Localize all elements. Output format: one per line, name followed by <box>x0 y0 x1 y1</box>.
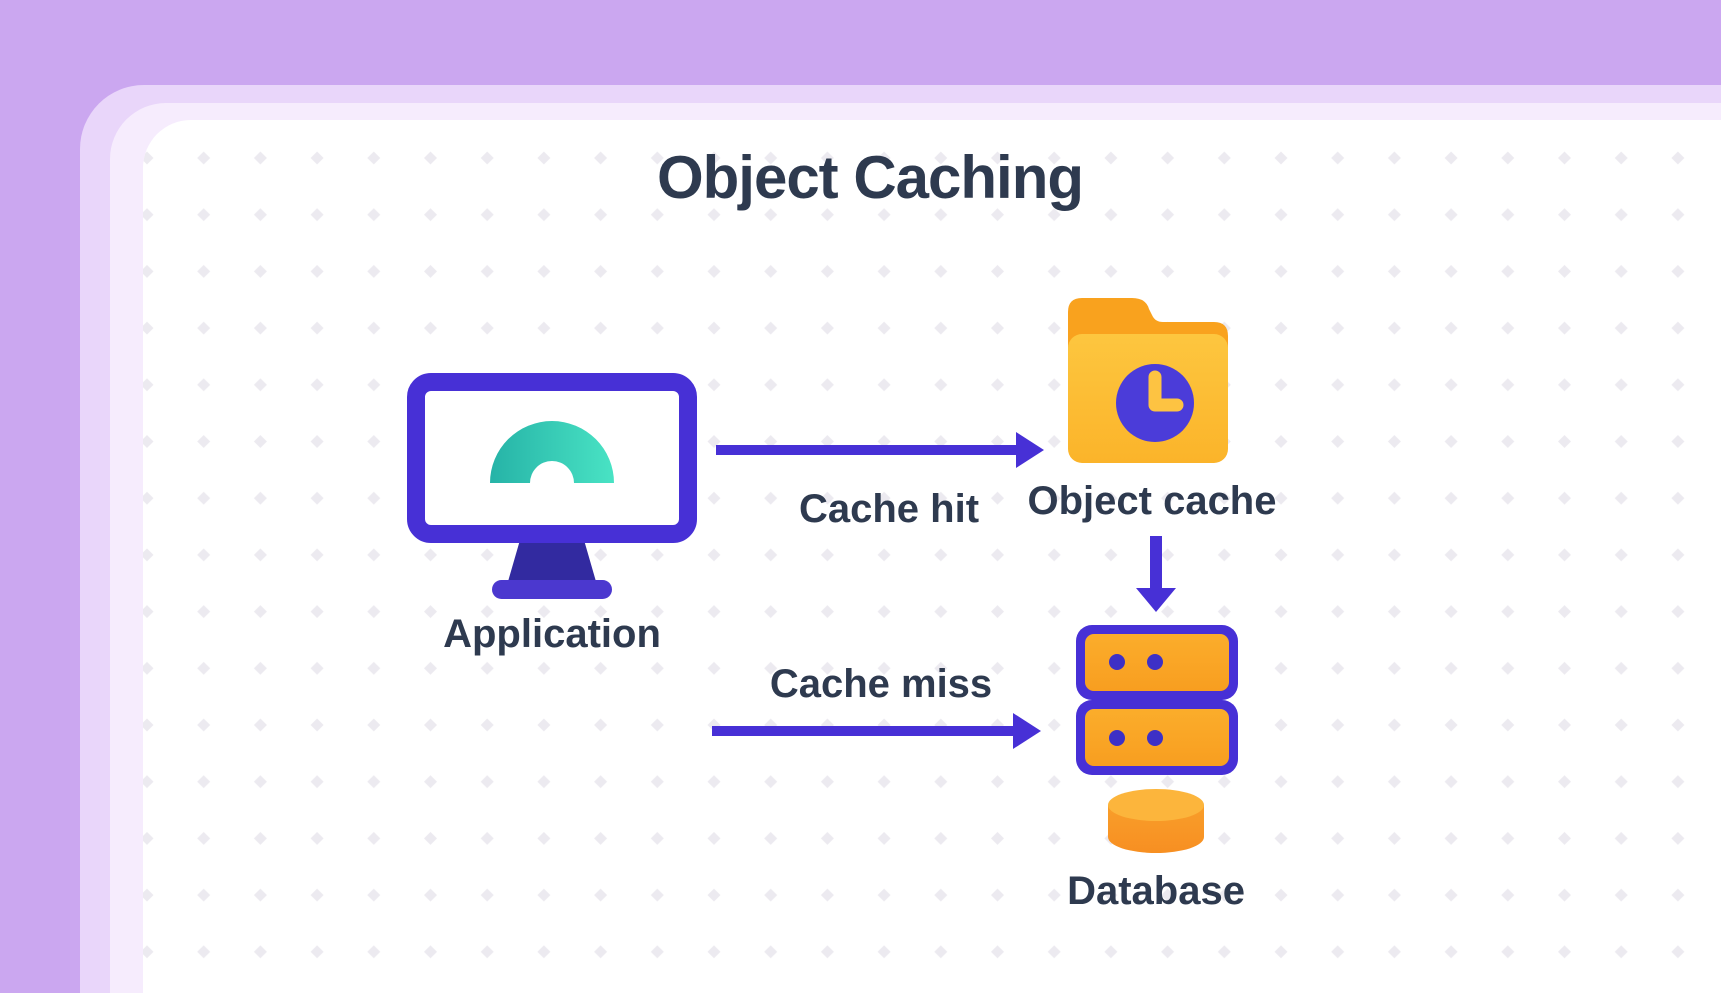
object-cache-label: Object cache <box>1027 479 1277 523</box>
cache-hit-label: Cache hit <box>798 487 980 531</box>
application-label: Application <box>443 612 661 656</box>
diagram-title: Object Caching <box>656 144 1084 211</box>
diamond-dot-grid <box>143 120 1721 993</box>
cache-miss-label: Cache miss <box>769 662 993 706</box>
database-label: Database <box>1067 869 1245 913</box>
canvas-card <box>143 120 1721 993</box>
